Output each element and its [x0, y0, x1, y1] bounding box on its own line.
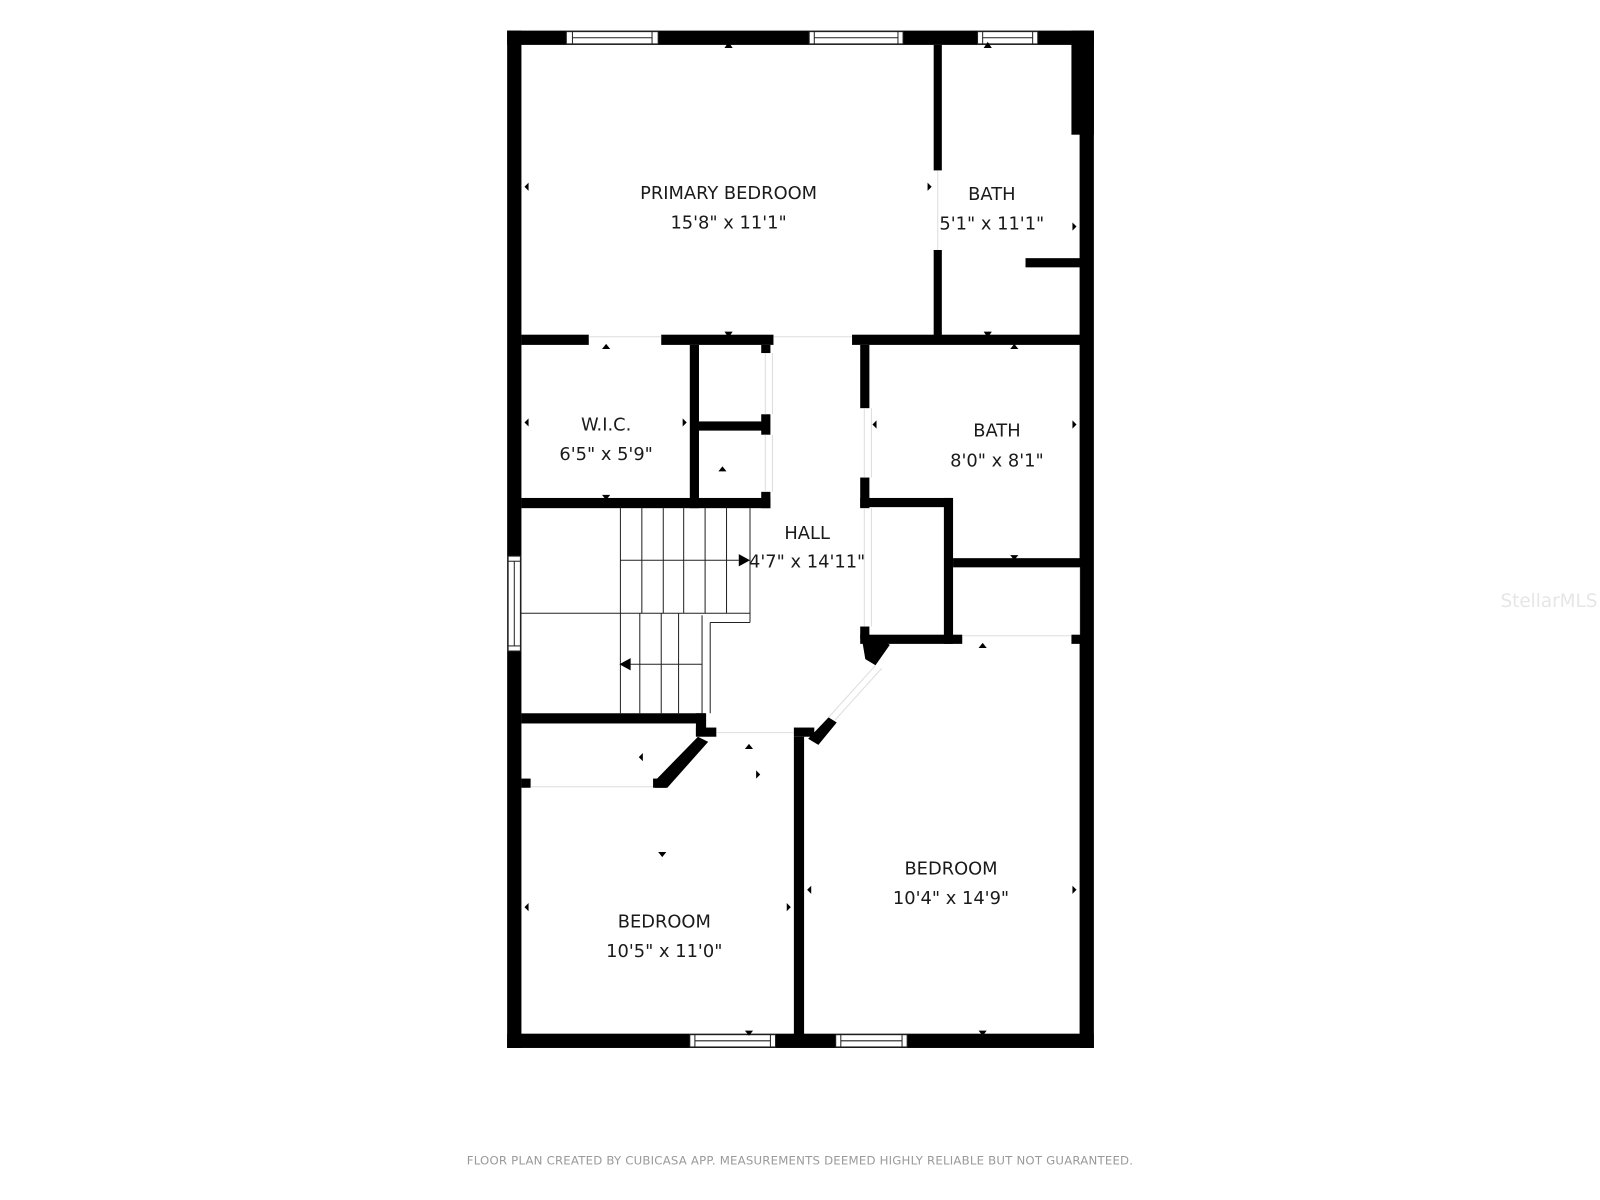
room-name: BATH [968, 184, 1015, 205]
room-bedroom-3: BEDROOM 10'4" x 14'9" [893, 858, 1009, 909]
room-name: BATH [973, 421, 1020, 442]
staircase[interactable] [521, 508, 751, 714]
room-hall: HALL 4'7" x 14'11" [749, 523, 865, 573]
windows [507, 31, 1039, 1048]
window-primary-right [808, 31, 904, 45]
openings [530, 170, 1081, 788]
room-dimensions: 10'4" x 14'9" [893, 888, 1009, 909]
room-name: BEDROOM [904, 858, 997, 879]
room-primary-bedroom: PRIMARY BEDROOM 15'8" x 11'1" [640, 183, 817, 234]
room-primary-bath: BATH 5'1" x 11'1" [939, 184, 1044, 235]
room-dimensions: 15'8" x 11'1" [670, 213, 786, 234]
stair-arrow-left-icon [619, 658, 631, 671]
window-stair-left [507, 555, 521, 652]
stair-arrow-right-icon [738, 554, 750, 567]
room-name: HALL [784, 523, 830, 544]
room-bedroom-2: BEDROOM 10'5" x 11'0" [606, 912, 722, 963]
room-wic: W.I.C. 6'5" x 5'9" [559, 415, 653, 466]
room-name: PRIMARY BEDROOM [640, 183, 817, 204]
room-bath-2: BATH 8'0" x 8'1" [950, 421, 1044, 472]
footer-disclaimer: FLOOR PLAN CREATED BY CUBICASA APP. MEAS… [467, 1153, 1133, 1167]
window-bedroom3-bottom [835, 1034, 908, 1048]
room-dimensions: 8'0" x 8'1" [950, 450, 1044, 471]
watermark: StellarMLS [1501, 591, 1598, 612]
room-dimensions: 6'5" x 5'9" [559, 444, 653, 465]
window-bath-top [977, 31, 1039, 45]
interior-walls [521, 44, 1082, 1041]
room-name: W.I.C. [581, 415, 631, 436]
room-dimensions: 4'7" x 14'11" [749, 551, 865, 572]
dimension-markers [524, 41, 1077, 1036]
room-dimensions: 10'5" x 11'0" [606, 941, 722, 962]
room-name: BEDROOM [618, 912, 711, 933]
room-dimensions: 5'1" x 11'1" [939, 214, 1044, 235]
window-bedroom2-bottom [689, 1034, 777, 1048]
window-primary-left [565, 31, 659, 45]
